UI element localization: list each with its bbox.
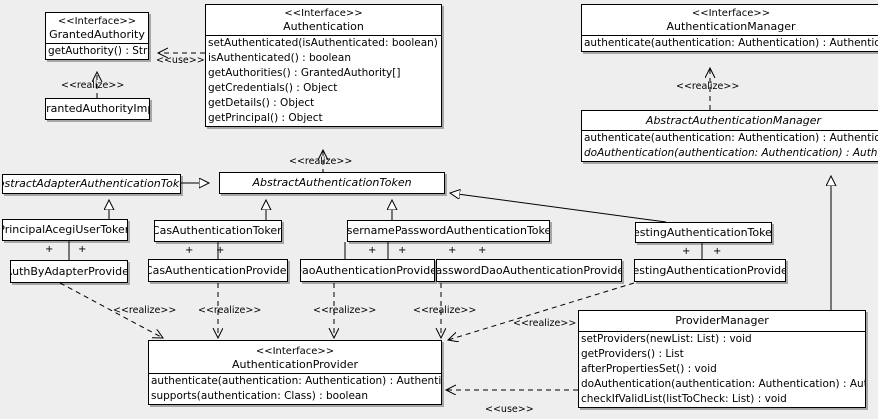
operation: setAuthenticated(isAuthenticated: boolea… xyxy=(208,37,441,49)
association-marker: + xyxy=(713,246,722,257)
association-marker: + xyxy=(45,244,54,255)
association-marker: + xyxy=(185,245,194,256)
operation: getAuthority() : String xyxy=(48,45,148,57)
class-name: AuthByAdapterProvider xyxy=(10,264,128,278)
class-testing-authentication-provider[interactable]: TestingAuthenticationProvider xyxy=(634,259,786,282)
class-abstract-authentication-token[interactable]: AbstractAuthenticationToken xyxy=(219,172,445,194)
class-name: UsernamePasswordAuthenticationToken xyxy=(347,224,550,237)
class-stereotype: <<Interface>> xyxy=(57,16,137,27)
operation: authenticate(authentication: Authenticat… xyxy=(584,132,878,144)
class-name: GrantedAuthorityImpl xyxy=(46,102,149,115)
operation: getPrincipal() : Object xyxy=(208,112,323,124)
class-header: ProviderManager xyxy=(579,311,865,331)
class-authentication-provider[interactable]: <<Interface>> AuthenticationProvider aut… xyxy=(148,340,442,405)
class-name: CasAuthenticationToken xyxy=(154,224,282,237)
operation: checkIfValidList(listToCheck: List) : vo… xyxy=(581,393,787,405)
operation: doAuthentication(authentication: Authent… xyxy=(581,378,865,390)
edge-label-realize-testing-authentication-provider: <<realize>> xyxy=(513,318,577,329)
class-principal-acegi-user-token[interactable]: PrincipalAcegiUserToken xyxy=(2,219,128,241)
class-stereotype: <<Interface>> xyxy=(691,8,771,19)
class-stereotype: <<Interface>> xyxy=(255,346,335,357)
compartment-divider xyxy=(582,130,878,131)
operation: afterPropertiesSet() : void xyxy=(581,363,717,375)
class-name: AbstractAuthenticationManager xyxy=(645,114,822,127)
operations-compartment: authenticate(authentication: Authenticat… xyxy=(582,36,878,51)
association-marker: + xyxy=(682,246,691,257)
compartment-divider xyxy=(579,331,865,332)
edge-label-use-granted-authority: <<use>> xyxy=(156,55,205,66)
class-granted-authority-impl[interactable]: GrantedAuthorityImpl xyxy=(45,98,150,120)
edge-label-realize-abstract-authentication-token: <<realize>> xyxy=(289,156,353,167)
class-name: AbstractAuthenticationToken xyxy=(252,176,412,189)
association-marker: + xyxy=(368,245,377,256)
class-name: TestingAuthenticationProvider xyxy=(634,263,786,277)
operations-compartment: setProviders(newList: List) : void getPr… xyxy=(579,332,865,407)
class-header: AbstractAuthenticationManager xyxy=(582,111,878,130)
class-password-dao-authentication-provider[interactable]: PasswordDaoAuthenticationProvider xyxy=(436,259,622,282)
class-header: <<Interface>> AuthenticationManager xyxy=(582,5,878,35)
compartment-divider xyxy=(582,35,878,36)
class-name: PasswordDaoAuthenticationProvider xyxy=(436,263,622,277)
class-header: <<Interface>> Authentication xyxy=(206,5,441,35)
operations-compartment: setAuthenticated(isAuthenticated: boolea… xyxy=(206,36,441,126)
operations-compartment: authenticate(authentication: Authenticat… xyxy=(149,374,441,404)
operation: getProviders() : List xyxy=(581,348,684,360)
class-name: GrantedAuthority xyxy=(49,28,145,41)
edge-label-realize-auth-by-adapter-provider: <<realize>> xyxy=(113,305,177,316)
compartment-divider xyxy=(206,35,441,36)
edge-label-realize-cas-authentication-provider: <<realize>> xyxy=(198,305,262,316)
class-name: ProviderManager xyxy=(675,314,769,327)
operation: supports(authentication: Class) : boolea… xyxy=(151,390,368,402)
association-marker: + xyxy=(216,245,225,256)
edge-label-realize-granted-authority-impl: <<realize>> xyxy=(61,80,125,91)
class-dao-authentication-provider[interactable]: DaoAuthenticationProvider xyxy=(300,259,435,282)
class-abstract-adapter-authentication-token[interactable]: AbstractAdapterAuthenticationToken xyxy=(2,174,181,194)
class-cas-authentication-provider[interactable]: CasAuthenticationProvider xyxy=(148,259,288,282)
compartment-divider xyxy=(149,373,441,374)
association-marker: + xyxy=(398,245,407,256)
compartment-divider xyxy=(46,43,148,44)
class-name: CasAuthenticationProvider xyxy=(148,263,288,277)
class-name: AuthenticationProvider xyxy=(231,358,359,371)
class-username-password-authentication-token[interactable]: UsernamePasswordAuthenticationToken xyxy=(347,220,550,242)
operations-compartment: getAuthority() : String xyxy=(46,44,148,59)
operation: isAuthenticated() : boolean xyxy=(208,52,351,64)
class-name: PrincipalAcegiUserToken xyxy=(2,223,128,236)
edge-label-realize-dao-authentication-provider: <<realize>> xyxy=(313,305,377,316)
class-authentication-manager[interactable]: <<Interface>> AuthenticationManager auth… xyxy=(581,4,878,52)
operations-compartment: authenticate(authentication: Authenticat… xyxy=(582,131,878,161)
class-header: <<Interface>> GrantedAuthority xyxy=(46,13,148,43)
class-name: AuthenticationManager xyxy=(666,20,796,33)
operation: doAuthentication(authentication: Authent… xyxy=(584,147,878,159)
class-abstract-authentication-manager[interactable]: AbstractAuthenticationManager authentica… xyxy=(581,110,878,162)
association-marker: + xyxy=(478,245,487,256)
edge-label-use-provider-manager: <<use>> xyxy=(485,404,534,415)
operation: setProviders(newList: List) : void xyxy=(581,333,752,345)
class-name: AbstractAdapterAuthenticationToken xyxy=(3,177,180,190)
association-marker: + xyxy=(78,244,87,255)
class-cas-authentication-token[interactable]: CasAuthenticationToken xyxy=(154,220,282,242)
class-auth-by-adapter-provider[interactable]: AuthByAdapterProvider xyxy=(10,260,128,283)
operation: authenticate(authentication: Authenticat… xyxy=(151,375,442,387)
edge-label-realize-abstract-authentication-manager: <<realize>> xyxy=(676,81,740,92)
association-marker: + xyxy=(448,245,457,256)
class-name: DaoAuthenticationProvider xyxy=(300,263,435,277)
class-granted-authority[interactable]: <<Interface>> GrantedAuthority getAuthor… xyxy=(45,12,149,60)
class-testing-authentication-token[interactable]: TestingAuthenticationToken xyxy=(635,222,772,243)
class-name: TestingAuthenticationToken xyxy=(635,225,772,239)
operation: getAuthorities() : GrantedAuthority[] xyxy=(208,67,401,79)
operation: getCredentials() : Object xyxy=(208,82,338,94)
class-name: Authentication xyxy=(283,20,364,33)
class-header: <<Interface>> AuthenticationProvider xyxy=(149,341,441,373)
class-authentication[interactable]: <<Interface>> Authentication setAuthenti… xyxy=(205,4,442,127)
operation: getDetails() : Object xyxy=(208,97,315,109)
operation: authenticate(authentication: Authenticat… xyxy=(584,37,878,49)
edge-label-realize-password-dao-authentication-provider: <<realize>> xyxy=(413,305,477,316)
class-stereotype: <<Interface>> xyxy=(284,8,363,19)
class-provider-manager[interactable]: ProviderManager setProviders(newList: Li… xyxy=(578,310,866,408)
